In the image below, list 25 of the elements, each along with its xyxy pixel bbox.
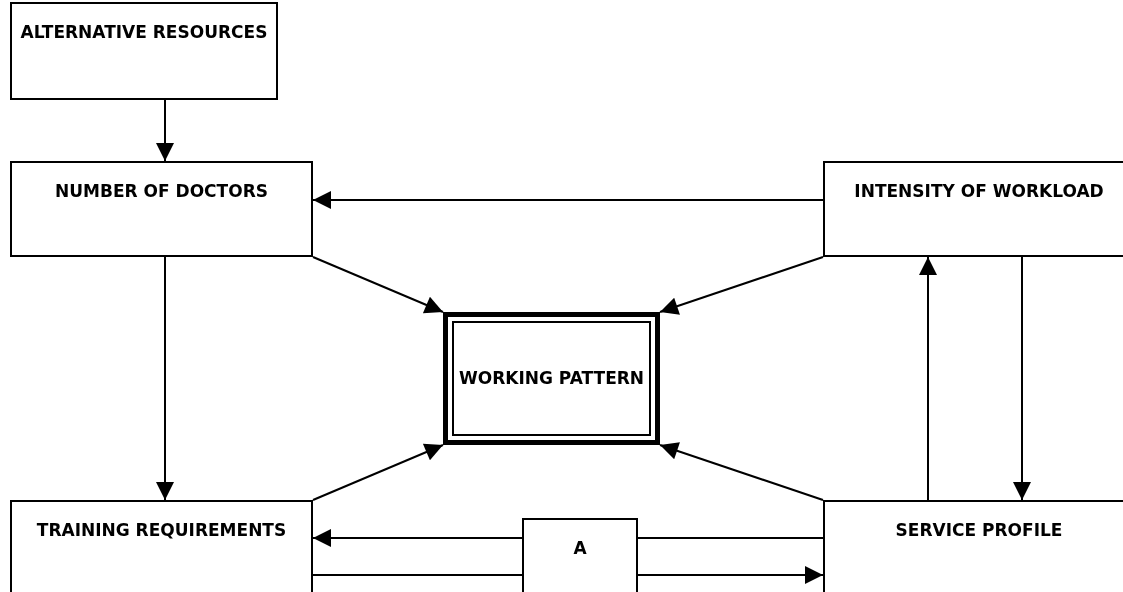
central-box — [443, 312, 660, 445]
box-label: ALTERNATIVE RESOURCES — [20, 21, 268, 44]
arrow — [659, 442, 824, 501]
arrow — [659, 256, 824, 315]
arrow — [312, 443, 444, 501]
arrow — [156, 99, 174, 162]
arrow — [312, 529, 523, 547]
process-box — [823, 161, 1123, 257]
arrow — [312, 256, 444, 314]
arrow — [637, 566, 824, 584]
process-box — [522, 518, 638, 592]
process-box — [10, 2, 278, 100]
arrow — [156, 256, 174, 501]
box-label: INTENSITY OF WORKLOAD — [854, 180, 1104, 203]
process-box — [10, 500, 313, 592]
arrow — [312, 191, 824, 209]
process-box — [823, 500, 1123, 592]
box-label: SERVICE PROFILE — [895, 519, 1063, 542]
box-label: A — [573, 537, 587, 560]
arrow — [1013, 256, 1031, 501]
process-box — [10, 161, 313, 257]
box-label: WORKING PATTERN — [458, 367, 645, 390]
box-label: TRAINING REQUIREMENTS — [36, 519, 287, 542]
box-label: NUMBER OF DOCTORS — [55, 180, 268, 203]
arrow — [919, 256, 937, 501]
